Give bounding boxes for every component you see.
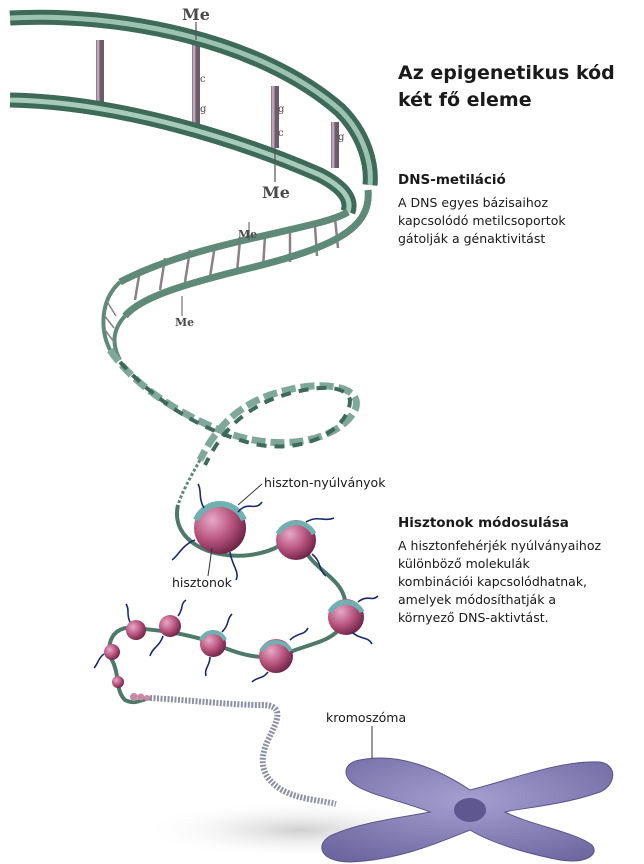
svg-text:g: g [200, 104, 207, 115]
methyl-tag: Me [238, 228, 257, 241]
methyl-tag: Me [175, 316, 194, 329]
dna-ladder-small [101, 280, 127, 361]
histone [159, 615, 181, 637]
histone [104, 644, 120, 660]
chromosome-label: kromoszóma [326, 710, 407, 725]
histone [259, 639, 293, 673]
histone [327, 599, 365, 635]
methyl-tag: Me [262, 183, 290, 202]
dna-ladder-top: c g g c g [9, 9, 378, 215]
svg-text:g: g [278, 104, 285, 115]
dna-ladder-middle [118, 189, 372, 319]
methyl-tag: Me [182, 5, 210, 24]
histone [275, 520, 317, 560]
histone [112, 676, 124, 688]
callout-lines [207, 483, 373, 758]
histone-tails-label: hiszton-nyúlványok [264, 475, 386, 490]
histone [126, 620, 146, 640]
svg-text:c: c [200, 74, 206, 85]
histone-modification-heading: Hisztonok módosulása [398, 515, 569, 531]
dna-double-helix [107, 348, 360, 506]
histone-modification-text: A hisztonfehérjék nyúlványaihoz különböz… [398, 538, 602, 625]
histone [193, 501, 247, 554]
svg-text:c: c [278, 128, 284, 139]
histone-group [104, 501, 365, 701]
histones-label: hisztonok [172, 575, 232, 590]
chromosome [321, 757, 614, 863]
histone [199, 630, 227, 657]
title-line-1: Az epigenetikus kód [398, 62, 615, 84]
dna-strand-front [9, 92, 357, 215]
page-title: Az epigenetikus kód két fő eleme [398, 60, 638, 114]
dna-methylation-text: A DNS egyes bázisaihoz kapcsolódó metilc… [398, 195, 566, 246]
chromatin-coil [149, 695, 337, 807]
histone-tails [93, 483, 379, 683]
svg-text:g: g [338, 132, 345, 143]
dna-methylation-heading: DNS-metiláció [398, 172, 506, 188]
title-line-2: két fő eleme [398, 89, 532, 111]
